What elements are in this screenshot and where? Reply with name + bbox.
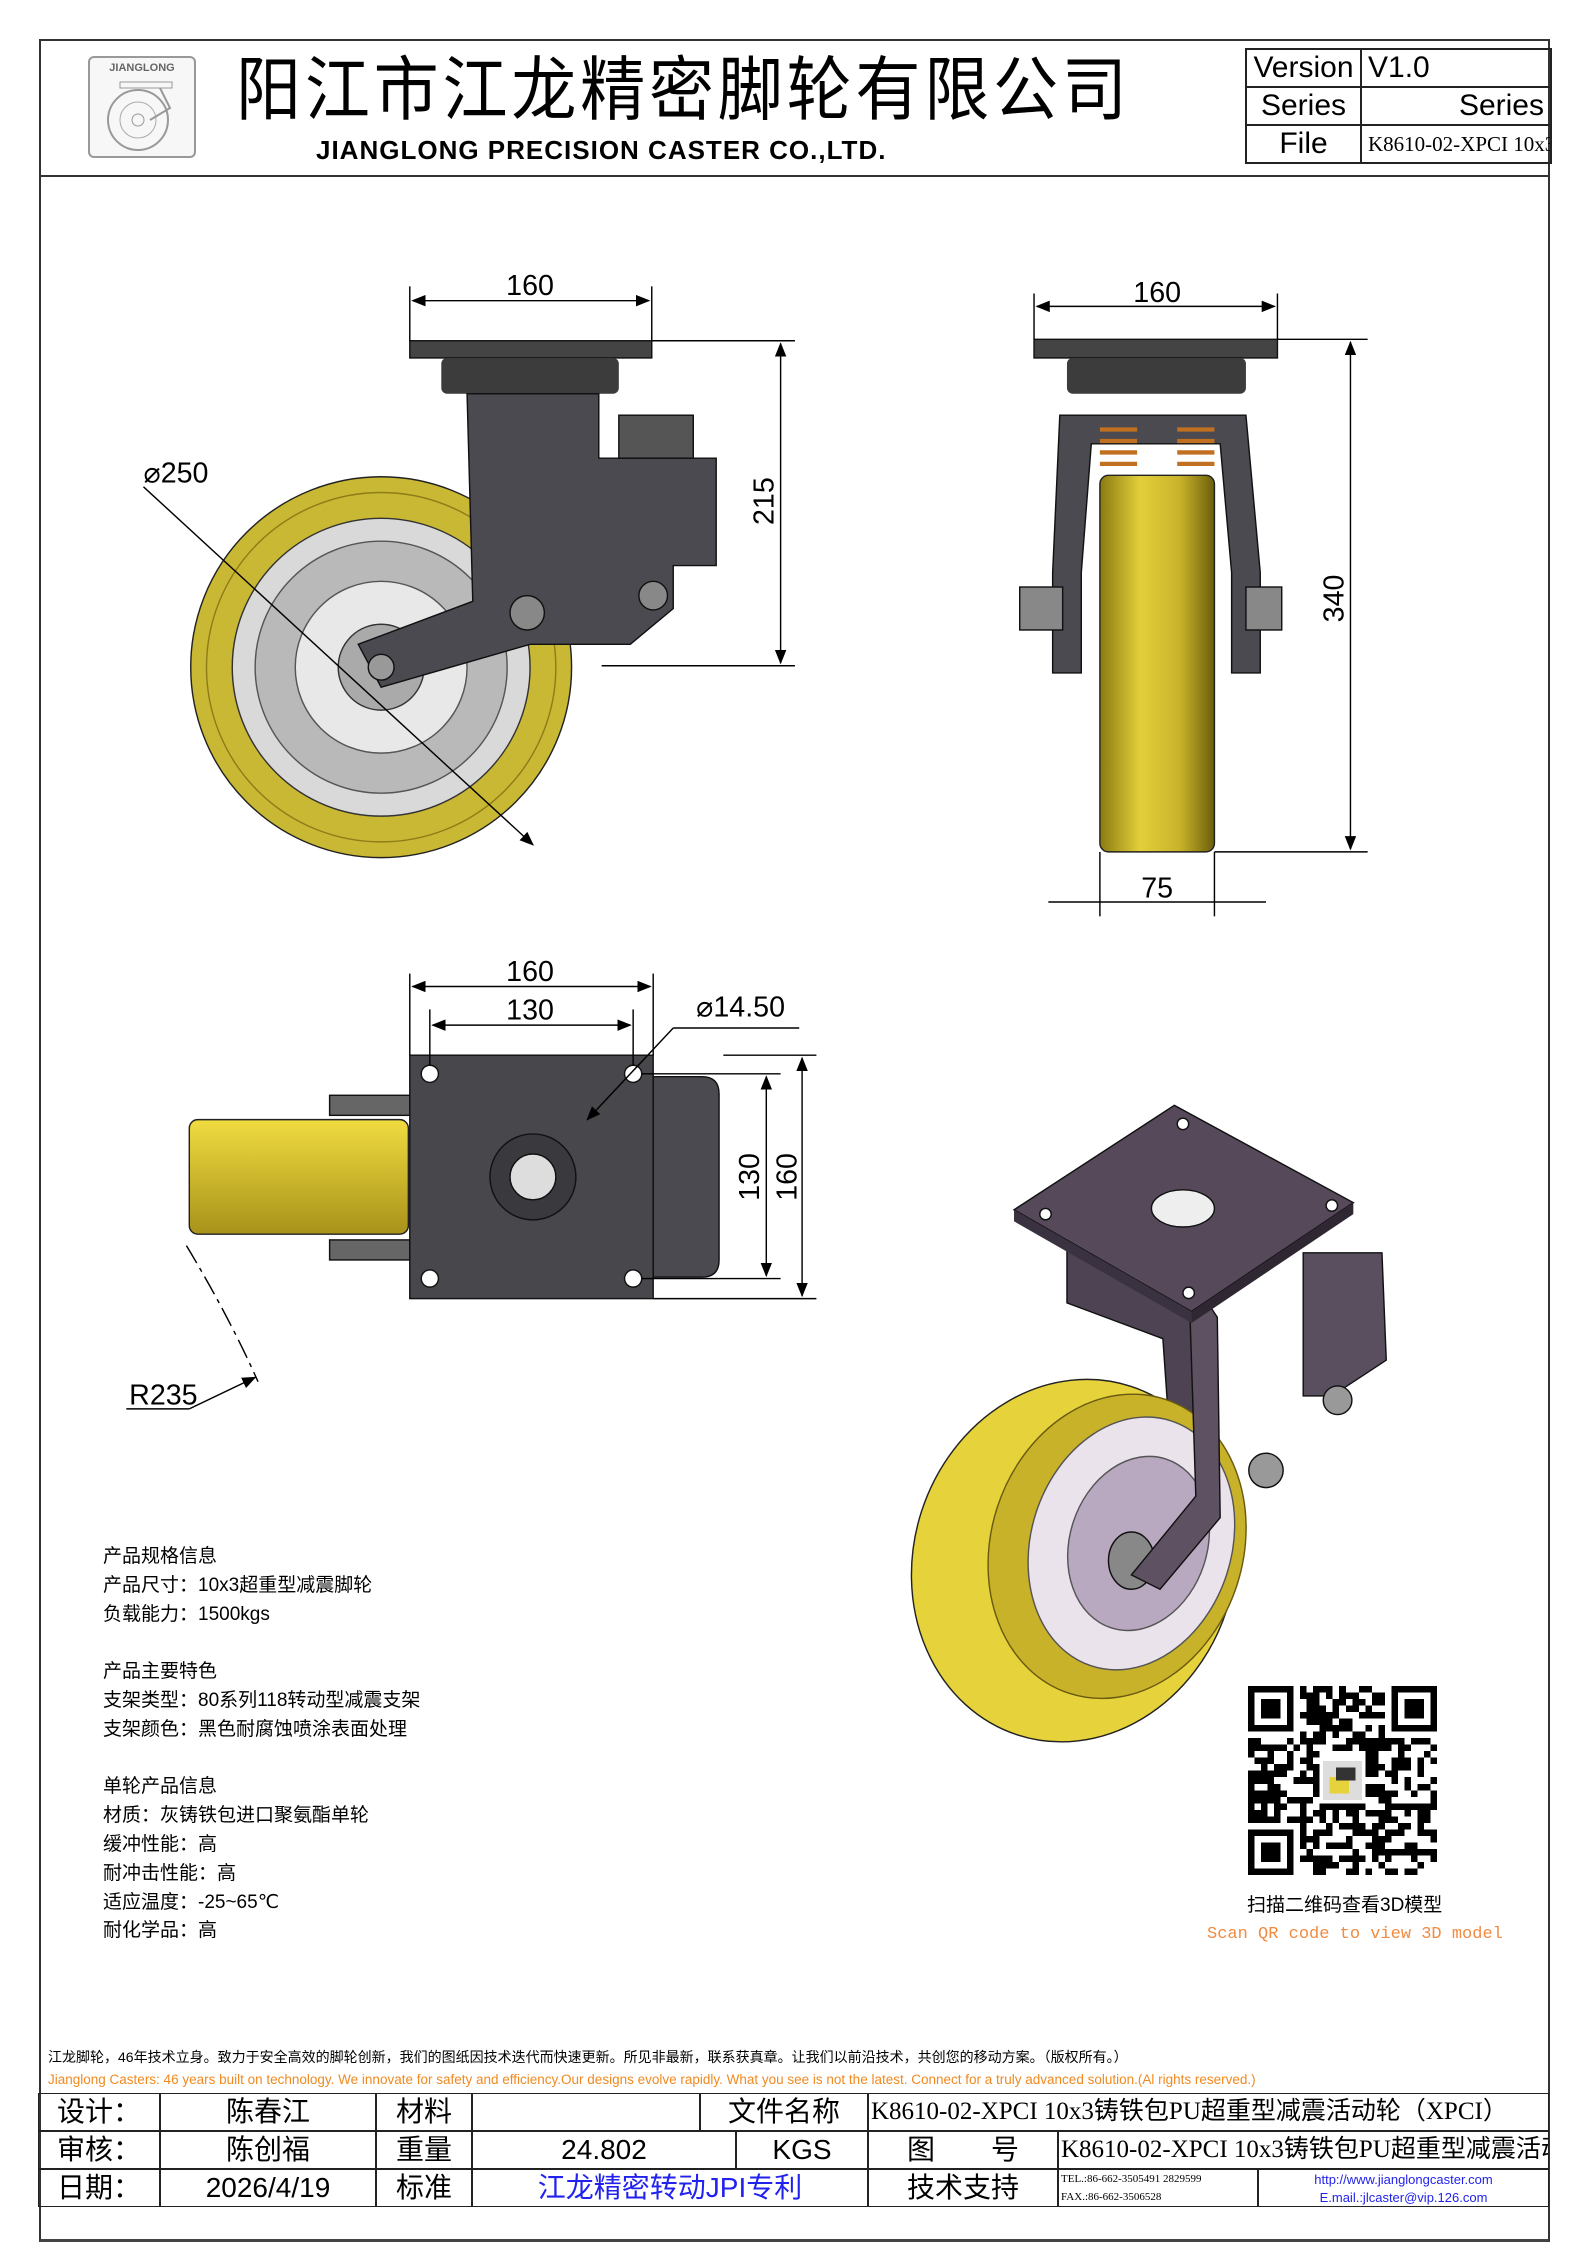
mount-hole-icon <box>623 1269 643 1288</box>
drawing-no-label: 图 号 <box>868 2131 1058 2169</box>
spec-line: 耐化学品：高 <box>103 1920 218 1942</box>
date-label: 日期： <box>38 2169 160 2207</box>
spec-heading: 产品规格信息 <box>103 1546 218 1567</box>
axle-nut-icon <box>367 653 395 681</box>
side-bracket <box>357 393 717 689</box>
company-name-cn: 阳江市江龙精密脚轮有限公司 <box>236 49 1131 131</box>
front-view: 160 340 75 <box>1019 277 1368 917</box>
spec-line: 产品尺寸：10x3超重型减震脚轮 <box>103 1574 373 1596</box>
spec-spacer <box>103 1629 420 1658</box>
dim-top-height-inner: 130 <box>734 1153 766 1201</box>
spec-line: 支架类型：80系列118转动型减震支架 <box>103 1689 421 1711</box>
logo-text: JIANGLONG <box>109 62 175 74</box>
qr-caption-en: Scan QR code to view 3D model <box>1207 1925 1503 1944</box>
standard-label: 标准 <box>376 2169 472 2207</box>
spec-line: 支架颜色：黑色耐腐蚀喷涂表面处理 <box>103 1718 408 1740</box>
file-value: K8610-02-XPCI 10x3 <box>1360 124 1552 164</box>
side-swivel <box>441 357 619 394</box>
fax: FAX.:86-662-3506528 <box>1061 2190 1162 2203</box>
title-block: 设计： 陈春江 材料 文件名称 K8610-02-XPCI 10x3铸铁包PU超… <box>38 2093 1549 2207</box>
iso-bolt-icon <box>1322 1385 1353 1416</box>
spec-line: 适应温度：-25~65℃ <box>103 1891 280 1913</box>
tel: TEL.:86-662-3505491 2829599 <box>1061 2172 1202 2185</box>
date-value: 2026/4/19 <box>160 2169 376 2207</box>
top-wheel <box>188 1118 410 1235</box>
dim-front-width: 160 <box>1133 277 1181 309</box>
dim-front-height: 340 <box>1318 575 1350 623</box>
dim-top-radius: R235 <box>129 1380 197 1412</box>
qr-code[interactable] <box>1248 1686 1437 1875</box>
material-value <box>472 2093 700 2131</box>
company-logo: JIANGLONG <box>88 56 196 158</box>
website-link[interactable]: http://www.jianglongcaster.com <box>1314 2171 1493 2187</box>
email-link[interactable]: E.mail.:jlcaster@vip.126.com <box>1319 2189 1488 2205</box>
weight-label: 重量 <box>376 2131 472 2169</box>
front-top-plate <box>1033 338 1279 359</box>
weight-value: 24.802 <box>472 2131 736 2169</box>
mount-hole-icon <box>420 1064 440 1084</box>
dim-side-width: 160 <box>506 270 554 302</box>
side-top-plate <box>409 340 653 359</box>
spec-heading: 产品主要特色 <box>103 1661 218 1683</box>
side-view: 160 215 ⌀250 <box>142 270 795 859</box>
mount-hole-icon <box>623 1064 643 1084</box>
top-view: 160 130 ⌀14.50 130 160 R235 <box>126 956 817 1412</box>
support-label: 技术支持 <box>868 2169 1058 2207</box>
spec-line: 耐冲击性能：高 <box>103 1862 237 1884</box>
spec-line: 材质：灰铸铁包进口聚氨酯单轮 <box>103 1805 370 1827</box>
isometric-view <box>910 1104 1387 1743</box>
version-value: V1.0 <box>1360 48 1552 88</box>
weight-unit: KGS <box>736 2131 868 2169</box>
spec-line: 负载能力：1500kgs <box>103 1603 270 1625</box>
spec-line: 缓冲性能：高 <box>103 1833 218 1855</box>
front-fork <box>1051 414 1261 674</box>
contact-phone: TEL.:86-662-3505491 2829599 FAX.:86-662-… <box>1058 2169 1258 2207</box>
standard-value: 江龙精密转动JPI专利 <box>472 2169 868 2207</box>
version-label: Version <box>1245 48 1362 88</box>
filename-label: 文件名称 <box>700 2093 868 2131</box>
dim-side-height: 215 <box>748 477 780 525</box>
product-specs: 产品规格信息 产品尺寸：10x3超重型减震脚轮 负载能力：1500kgs 产品主… <box>103 1543 420 1946</box>
file-label: File <box>1245 124 1362 164</box>
series-value: Series <box>1360 86 1552 126</box>
side-bolt-icon <box>509 594 546 631</box>
side-wheel-ring <box>205 491 557 843</box>
disclaimer-en: Jianglong Casters: 46 years built on tec… <box>48 2072 1256 2087</box>
iso-bolt-icon <box>1248 1452 1284 1489</box>
qr-caption-cn: 扫描二维码查看3D模型 <box>1247 1895 1443 1916</box>
dim-front-wheel-width: 75 <box>1141 873 1173 905</box>
dim-side-diameter: ⌀250 <box>143 458 208 490</box>
spec-spacer <box>103 1745 420 1774</box>
disclaimer-cn: 江龙脚轮，46年技术立身。致力于安全高效的脚轮创新，我们的图纸因技术迭代而快速更… <box>48 2049 1128 2065</box>
dim-top-width-outer: 160 <box>506 956 554 988</box>
side-bolt-icon <box>638 580 669 611</box>
review-label: 审核： <box>38 2131 160 2169</box>
spring-icon <box>1099 427 1215 467</box>
series-label: Series <box>1245 86 1362 126</box>
drawing-frame <box>39 39 1550 2242</box>
header-divider <box>39 175 1550 177</box>
mount-hole-icon <box>420 1269 440 1288</box>
front-wheel <box>1099 474 1216 853</box>
dim-top-hole: ⌀14.50 <box>696 992 785 1024</box>
filename-value: K8610-02-XPCI 10x3铸铁包PU超重型减震活动轮（XPCI） <box>868 2093 1549 2131</box>
contact-web: http://www.jianglongcaster.com E.mail.:j… <box>1258 2169 1549 2207</box>
spec-heading: 单轮产品信息 <box>103 1776 218 1798</box>
reviewer: 陈创福 <box>160 2131 376 2169</box>
material-label: 材料 <box>376 2093 472 2131</box>
dim-top-width-inner: 130 <box>506 994 554 1026</box>
caster-logo-icon <box>107 81 173 151</box>
company-name-en: JIANGLONG PRECISION CASTER CO.,LTD. <box>316 135 887 165</box>
drawing-no-value: K8610-02-XPCI 10x3铸铁包PU超重型减震活动轮 <box>1058 2131 1549 2169</box>
design-label: 设计： <box>38 2093 160 2131</box>
designer: 陈春江 <box>160 2093 376 2131</box>
dim-top-height-outer: 160 <box>771 1153 803 1201</box>
